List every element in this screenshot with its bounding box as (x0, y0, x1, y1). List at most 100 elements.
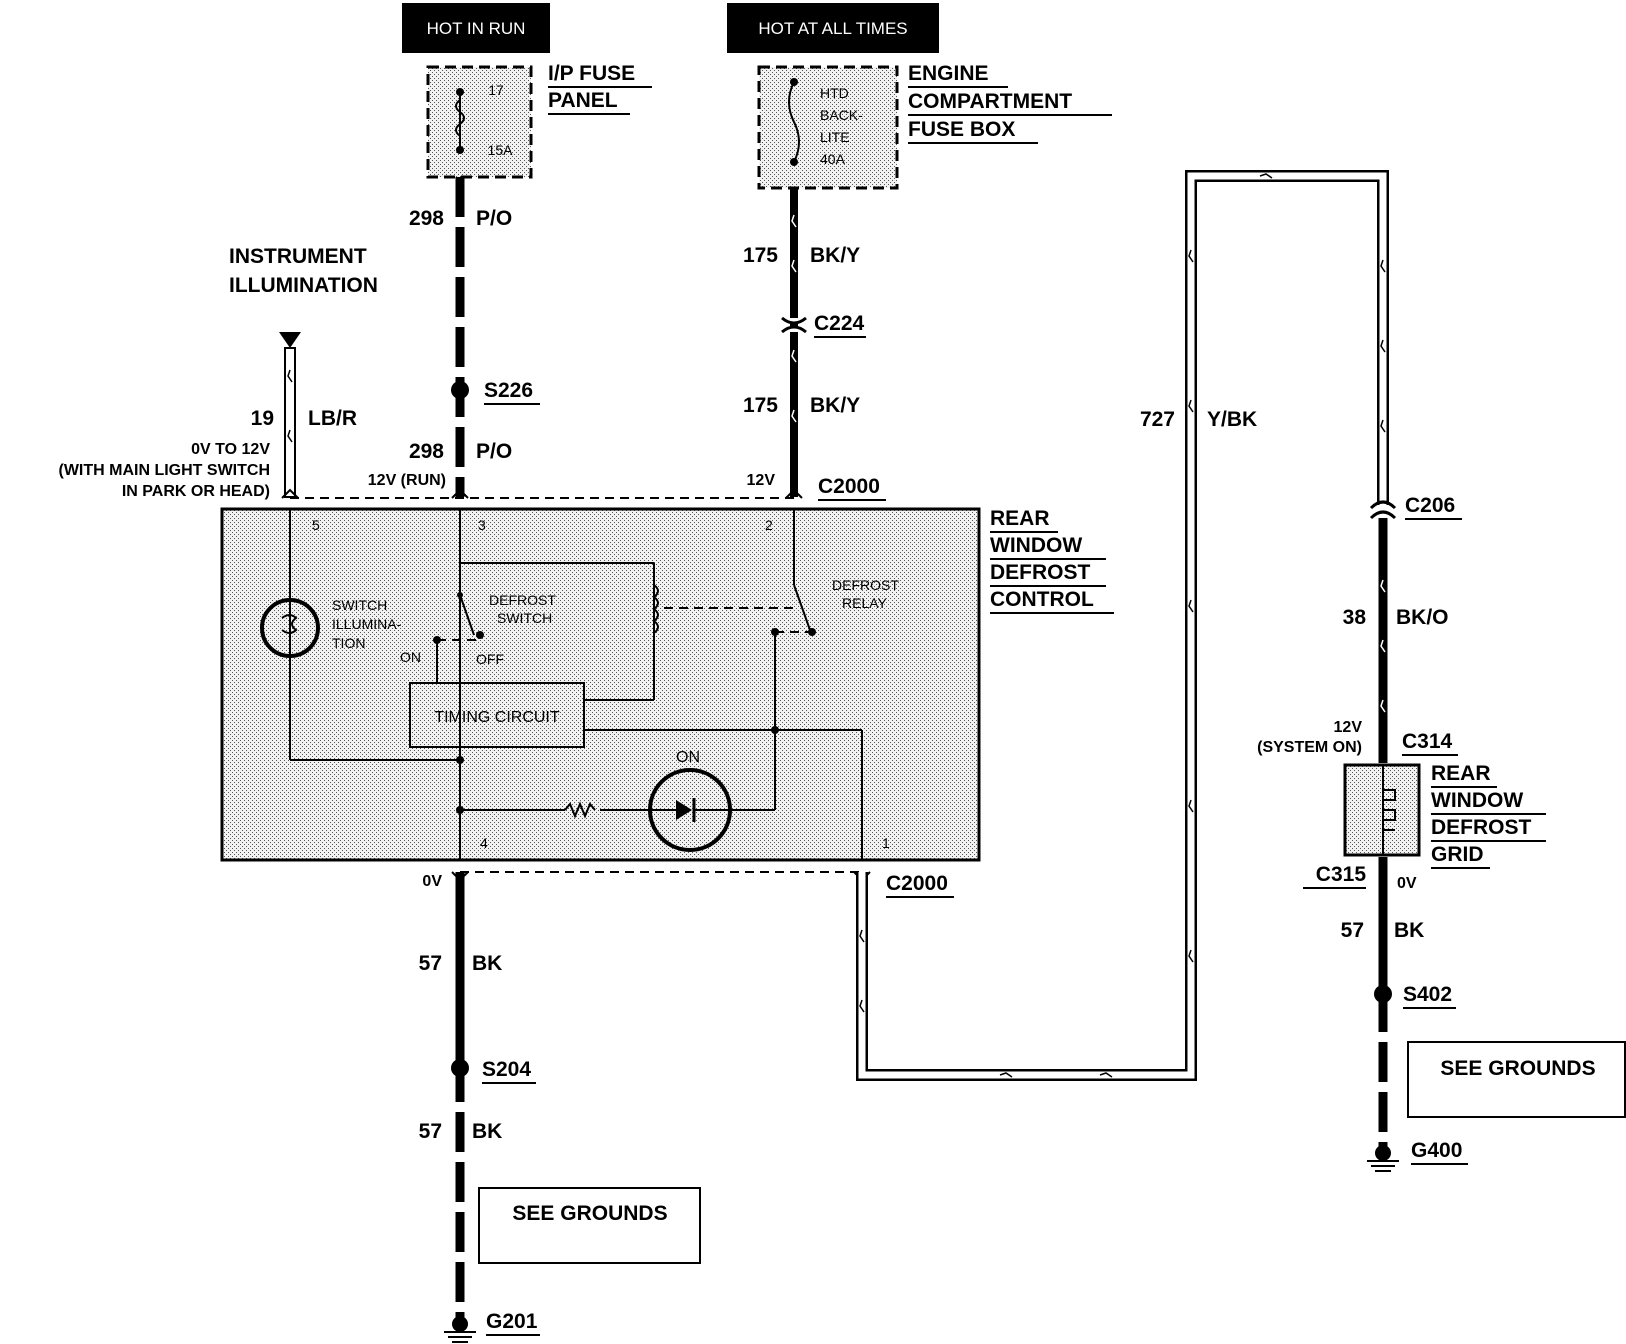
led-on-label: ON (676, 749, 700, 766)
wire-298: 298 P/O S226 298 P/O (409, 177, 540, 497)
pin-5: 5 (312, 517, 320, 533)
switch-off-label: OFF (476, 651, 504, 667)
fuse-17-rating: 15A (488, 142, 514, 158)
wire-175-number-bottom: 175 (743, 394, 778, 417)
wire-298-number-bottom: 298 (409, 440, 444, 463)
wire-19-number: 19 (251, 407, 274, 430)
connector-c2000-top: 12V (RUN) 12V C2000 (281, 472, 886, 501)
htd-label-3: LITE (820, 129, 850, 145)
see-grounds-right: SEE GROUNDS (1440, 1057, 1595, 1080)
grid-title-1: REAR (1431, 762, 1491, 785)
ground-voltage: 0V (422, 873, 442, 890)
connector-c224-label: C224 (814, 312, 865, 335)
ip-fuse-panel-title-1: I/P FUSE (548, 62, 635, 85)
instrument-illumination-line1: INSTRUMENT (229, 245, 367, 268)
wire-19: INSTRUMENT ILLUMINATION 19 LB/R 0V TO 12… (58, 245, 377, 500)
engine-fuse-title-3: FUSE BOX (908, 118, 1015, 141)
wire-57-number-a: 57 (419, 952, 442, 975)
splice-s204-label: S204 (482, 1058, 531, 1081)
htd-rating: 40A (820, 151, 846, 167)
defrost-switch-1: DEFROST (489, 592, 556, 608)
defrost-relay-1: DEFROST (832, 577, 899, 593)
control-title-1: REAR (990, 507, 1050, 530)
wire-57-color-b: BK (472, 1120, 502, 1143)
switch-illum-2: ILLUMINA- (332, 616, 402, 632)
engine-fuse-title-1: ENGINE (908, 62, 989, 85)
wire-727-number: 727 (1140, 408, 1175, 431)
see-grounds-left: SEE GROUNDS (512, 1202, 667, 1225)
grid-title-3: DEFROST (1431, 816, 1532, 839)
lbr-voltage-3: IN PARK OR HEAD) (122, 483, 270, 500)
splice-s226-label: S226 (484, 379, 533, 402)
connector-c2000-top-label: C2000 (818, 475, 880, 498)
wire-57-number-c: 57 (1341, 919, 1364, 942)
run-voltage: 12V (RUN) (368, 472, 446, 489)
wire-175-number-top: 175 (743, 244, 778, 267)
batt-voltage: 12V (747, 472, 776, 489)
rear-window-defrost-control: TIMING CIRCUIT ON 5 3 2 4 1 SWITCH ILLUM… (220, 507, 1114, 862)
switch-illumination-lamp (260, 598, 320, 658)
control-title-4: CONTROL (990, 588, 1094, 611)
pin-1: 1 (882, 835, 890, 851)
splice-s402-label: S402 (1403, 983, 1452, 1006)
wire-57-color-a: BK (472, 952, 502, 975)
wire-298-color-bottom: P/O (476, 440, 512, 463)
grid-title-4: GRID (1431, 843, 1484, 866)
fuse-17-number: 17 (488, 82, 504, 98)
see-grounds-left-box (478, 1187, 701, 1264)
grid-title-2: WINDOW (1431, 789, 1523, 812)
defrost-relay-2: RELAY (842, 595, 888, 611)
connector-c315-label: C315 (1316, 863, 1367, 886)
pin-4: 4 (480, 835, 488, 851)
switch-on-label: ON (400, 649, 421, 665)
rear-window-defrost-grid: REAR WINDOW DEFROST GRID (1343, 762, 1546, 869)
instrument-illumination-line2: ILLUMINATION (229, 274, 378, 297)
wire-38-number: 38 (1343, 606, 1367, 629)
pin-3: 3 (478, 517, 486, 533)
ground-g201-label: G201 (486, 1310, 538, 1333)
ground-g400-label: G400 (1411, 1139, 1462, 1162)
grid-system-on: (SYSTEM ON) (1257, 739, 1362, 756)
wire-57-number-b: 57 (419, 1120, 442, 1143)
engine-fuse-box: HTD BACK- LITE 40A ENGINE COMPARTMENT FU… (757, 62, 1112, 190)
connector-c2000-bottom-label: C2000 (886, 872, 948, 895)
hot-at-all-times-header: HOT AT ALL TIMES (727, 3, 939, 53)
see-grounds-right-box (1407, 1041, 1626, 1118)
grid-voltage-0v: 0V (1397, 875, 1417, 892)
hot-at-all-times-label: HOT AT ALL TIMES (758, 19, 907, 38)
connector-c314-label: C314 (1402, 730, 1453, 753)
splice-s226-dot (451, 381, 469, 399)
timing-circuit-label: TIMING CIRCUIT (434, 709, 560, 726)
wire-298-number-top: 298 (409, 207, 444, 230)
wire-57-color-c: BK (1394, 919, 1424, 942)
engine-fuse-title-2: COMPARTMENT (908, 90, 1072, 113)
grid-voltage-12v: 12V (1334, 719, 1363, 736)
splice-s204-dot (451, 1059, 469, 1077)
hot-in-run-label: HOT IN RUN (427, 19, 526, 38)
pin-2: 2 (765, 517, 773, 533)
ip-fuse-panel-title-2: PANEL (548, 89, 618, 112)
control-title-3: DEFROST (990, 561, 1091, 584)
lbr-voltage-1: 0V TO 12V (191, 441, 270, 458)
wire-57-left: 57 BK S204 57 BK SEE GROUNDS G201 (419, 872, 701, 1343)
instrument-illumination-arrow (279, 332, 301, 348)
wire-175-color-bottom: BK/Y (810, 394, 860, 417)
lbr-voltage-2: (WITH MAIN LIGHT SWITCH (58, 462, 270, 479)
wire-19-color: LB/R (308, 407, 357, 430)
switch-illum-3: TION (332, 635, 365, 651)
switch-illum-1: SWITCH (332, 597, 387, 613)
defrost-switch-2: SWITCH (497, 610, 552, 626)
wire-175-color-top: BK/Y (810, 244, 860, 267)
wire-298-color-top: P/O (476, 207, 512, 230)
htd-label-1: HTD (820, 85, 849, 101)
connector-c2000-bottom: 0V C2000 (422, 871, 954, 898)
hot-in-run-header: HOT IN RUN (402, 3, 550, 53)
timing-circuit-box (409, 682, 585, 748)
wire-38: C206 38 BK/O 12V (SYSTEM ON) C314 (1257, 494, 1462, 763)
htd-label-2: BACK- (820, 107, 863, 123)
connector-c206-label: C206 (1405, 494, 1455, 517)
wire-38-color: BK/O (1396, 606, 1449, 629)
wire-175: 175 BK/Y C224 175 BK/Y (743, 188, 866, 497)
control-title-2: WINDOW (990, 534, 1082, 557)
